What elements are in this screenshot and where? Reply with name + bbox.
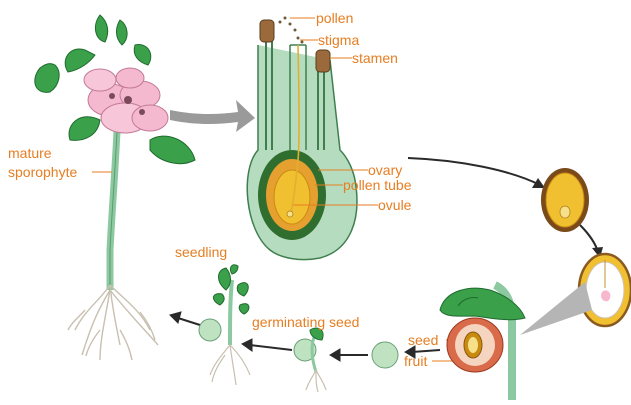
label-pollen-tube: pollen tube [343, 177, 412, 193]
pollen-grains [279, 17, 304, 44]
label-stamen: stamen [352, 50, 398, 66]
dispersed-seed [372, 342, 398, 368]
label-ovule: ovule [378, 197, 412, 213]
mature-plant-roots [68, 285, 158, 360]
mature-sporophyte-plant [35, 15, 195, 360]
anther-left-icon [260, 20, 274, 42]
seedling-plant [199, 265, 250, 385]
black-arrow-flower-to-ovule [408, 158, 540, 185]
label-fruit: fruit [404, 353, 427, 369]
germinating-seed-plant [294, 328, 326, 392]
label-pollen: pollen [316, 10, 353, 26]
grey-wedge-fruit-to-seed [520, 282, 592, 335]
label-stigma: stigma [318, 32, 359, 48]
fertilised-ovule [541, 168, 589, 232]
label-seedling: seedling [175, 244, 227, 260]
flower-cross-section [247, 17, 357, 260]
label-germinating-seed: germinating seed [252, 314, 359, 330]
label-ovary: ovary [368, 162, 402, 178]
anther-right-icon [316, 50, 330, 72]
label-mature: mature [8, 145, 52, 161]
label-seed: seed [408, 332, 438, 348]
grey-arrow-plant-to-flower [170, 100, 255, 132]
label-sporophyte: sporophyte [8, 164, 77, 180]
fruit-on-branch [440, 285, 525, 400]
